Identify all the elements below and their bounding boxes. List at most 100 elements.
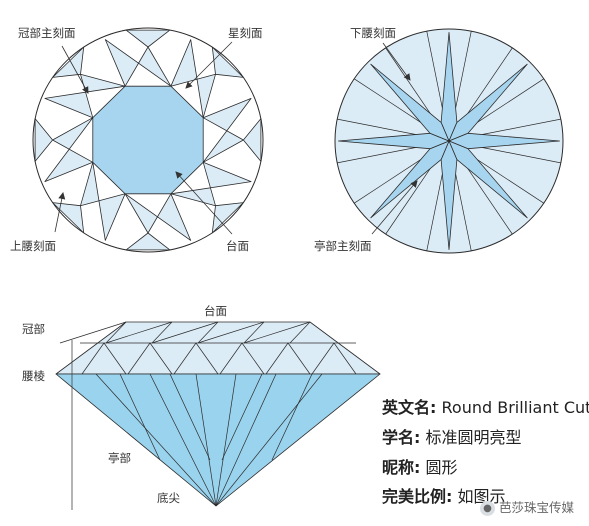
profile-facet-line (221, 373, 263, 461)
label-star-facet: 星刻面 (228, 26, 263, 40)
profile-facet-line (197, 321, 265, 344)
lower-girdle-divider (426, 171, 444, 251)
profile-facet-line (103, 342, 127, 375)
profile-facet-line (127, 342, 151, 375)
arrow-pavilion-main (371, 180, 418, 235)
arrow-star (185, 41, 233, 89)
lower-girdle-divider (354, 78, 423, 124)
upper-girdle-facet (211, 202, 244, 234)
proportion-value: 如图示 (457, 487, 506, 506)
profile-facet-line (169, 373, 211, 461)
profile-facet-line (119, 373, 161, 461)
info-english-name: 英文名: Round Brilliant Cut (382, 398, 589, 418)
info-proportion: 完美比例: 如图示 (382, 487, 506, 507)
label-pavilion: 亭部 (108, 451, 131, 465)
profile-facet-line (333, 342, 357, 375)
label-pavilion-main-facet: 亭部主刻面 (314, 239, 372, 253)
lower-girdle-divider (426, 31, 444, 111)
profile-facet-line (219, 342, 243, 375)
profile-facet-line (149, 342, 173, 375)
lower-girdle-divider (475, 78, 544, 124)
lower-girdle-divider (354, 158, 423, 204)
profile-facet-line (265, 342, 289, 375)
crown-main-facet (104, 39, 172, 87)
watermark: ● 芭莎珠宝传媒 (480, 497, 574, 516)
crown-main-facet (44, 73, 126, 119)
profile-facet-line (195, 373, 217, 507)
lower-girdle-divider (480, 118, 561, 136)
label-lower-girdle-facet: 下腰刻面 (350, 26, 396, 40)
profile-facet-line (289, 321, 311, 344)
crown-main-facet (170, 161, 252, 207)
table-facet (92, 85, 204, 195)
crown-view: 冠部主刻面 星刻面 上腰刻面 台面 (10, 26, 264, 253)
lower-girdle-divider (475, 158, 544, 204)
upper-girdle-facet (52, 202, 85, 234)
label-table-side: 台面 (204, 304, 227, 318)
profile-facet-line (105, 321, 127, 344)
lower-girdle-divider (454, 171, 472, 251)
side-view: 台面 冠部 腰棱 亭部 底尖 (22, 304, 381, 510)
english-name-label: 英文名: (382, 398, 437, 417)
profile-facet-line (311, 342, 335, 375)
profile-facet-line (241, 342, 265, 375)
arrow-table (175, 171, 233, 235)
label-table-top: 台面 (226, 239, 249, 253)
pavilion-view: 下腰刻面 亭部主刻面 (314, 26, 564, 254)
wechat-icon: ● (480, 501, 495, 516)
watermark-text: 芭莎珠宝传媒 (499, 500, 575, 515)
crown-profile (55, 321, 381, 375)
label-crown-main-facet: 冠部主刻面 (18, 26, 76, 40)
profile-facet-line (149, 373, 217, 507)
pavilion-main-facet (370, 63, 450, 142)
profile-facet-line (59, 321, 127, 344)
info-nickname: 昵称: 圆形 (382, 458, 458, 478)
scientific-name-label: 学名: (382, 428, 421, 447)
arrow-lower-girdle (382, 42, 411, 81)
lower-girdle-divider (466, 47, 513, 116)
lower-girdle-divider (337, 118, 418, 136)
upper-girdle-facet (52, 46, 85, 78)
profile-facet-line (173, 342, 197, 375)
upper-girdle-facet (34, 118, 53, 162)
nickname-value: 圆形 (425, 458, 458, 477)
nickname-label: 昵称: (382, 458, 421, 477)
arrow-crown-main (61, 45, 89, 94)
label-upper-girdle-facet: 上腰刻面 (10, 239, 56, 253)
pavilion-profile (55, 373, 381, 507)
upper-girdle-facet (125, 29, 171, 48)
crown-main-facet (124, 193, 192, 241)
lower-girdle-divider (385, 166, 432, 235)
lower-girdle-divider (480, 146, 561, 164)
upper-girdle-facet (242, 118, 262, 162)
profile-facet-line (243, 321, 265, 344)
crown-main-facet (44, 117, 94, 183)
label-culet: 底尖 (157, 491, 180, 505)
label-crown: 冠部 (22, 322, 45, 336)
label-girdle: 腰棱 (22, 369, 45, 383)
profile-facet-line (215, 373, 323, 507)
profile-facet-line (197, 321, 219, 344)
upper-girdle-facet (211, 46, 244, 78)
upper-girdle-facet (125, 232, 171, 251)
crown-main-facet (80, 161, 126, 241)
scientific-name-value: 标准圆明亮型 (425, 428, 522, 447)
profile-facet-line (215, 373, 237, 507)
profile-facet-line (81, 342, 105, 375)
profile-facet-line (105, 321, 173, 344)
profile-facet-line (243, 321, 311, 344)
crown-main-facet (202, 98, 252, 163)
profile-facet-line (151, 321, 219, 344)
english-name-value: Round Brilliant Cut (441, 398, 589, 417)
lower-girdle-divider (466, 166, 513, 235)
profile-facet-line (215, 373, 277, 507)
proportion-label: 完美比例: (382, 487, 453, 506)
profile-facet-line (287, 342, 311, 375)
profile-facet-line (271, 373, 313, 461)
lower-girdle-divider (337, 146, 418, 164)
profile-facet-line (151, 321, 173, 344)
info-scientific-name: 学名: 标准圆明亮型 (382, 428, 522, 448)
lower-girdle-divider (385, 47, 432, 116)
profile-facet-line (95, 373, 217, 507)
